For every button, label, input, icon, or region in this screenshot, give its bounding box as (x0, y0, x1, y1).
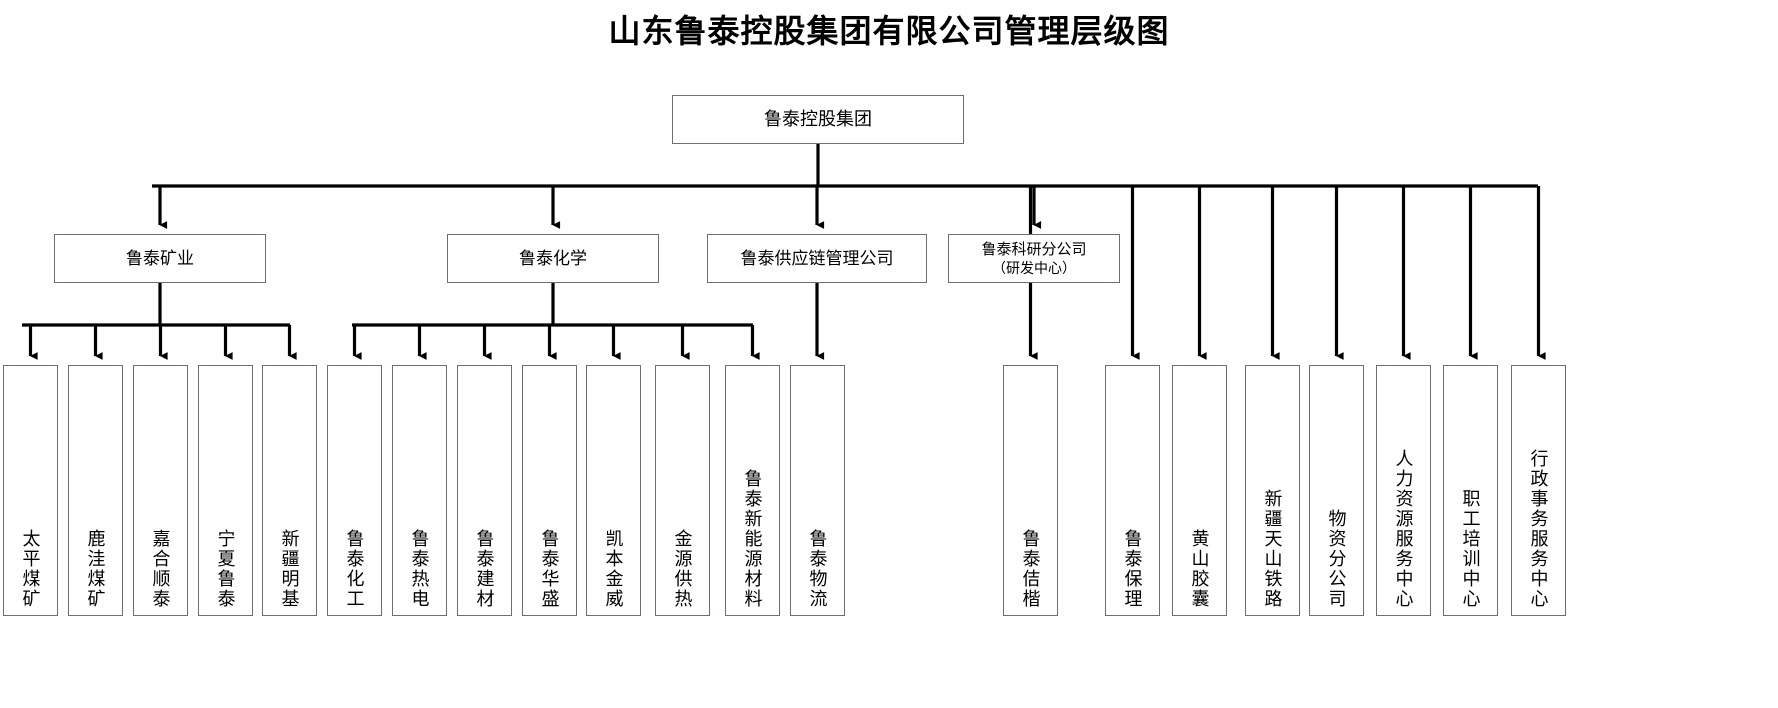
node-leaf-3[interactable]: 宁夏鲁泰 (198, 365, 253, 616)
node-label: 鲁泰保理 (1122, 529, 1143, 609)
node-leaf-14[interactable]: 鲁泰保理 (1105, 365, 1160, 616)
node-label: 凯本金威 (603, 529, 624, 609)
node-leaf-2[interactable]: 嘉合顺泰 (133, 365, 188, 616)
node-label: 鹿洼煤矿 (85, 529, 106, 609)
node-label: 行政事务服务中心 (1528, 449, 1549, 609)
node-sublabel: （研发中心） (992, 260, 1076, 277)
node-label: 鲁泰物流 (807, 529, 828, 609)
node-label: 新疆天山铁路 (1262, 489, 1283, 609)
node-label: 鲁泰化工 (344, 529, 365, 609)
node-division-3[interactable]: 鲁泰科研分公司 （研发中心） (948, 234, 1120, 283)
node-label: 鲁泰佶楷 (1020, 529, 1041, 609)
node-division-1[interactable]: 鲁泰化学 (447, 234, 659, 283)
node-leaf-5[interactable]: 鲁泰化工 (327, 365, 382, 616)
node-leaf-19[interactable]: 职工培训中心 (1443, 365, 1498, 616)
node-label: 宁夏鲁泰 (215, 529, 236, 609)
node-leaf-7[interactable]: 鲁泰建材 (457, 365, 512, 616)
node-leaf-1[interactable]: 鹿洼煤矿 (68, 365, 123, 616)
node-label: 鲁泰化学 (519, 248, 587, 268)
node-label: 鲁泰建材 (474, 529, 495, 609)
node-label: 鲁泰矿业 (126, 248, 194, 268)
node-label: 鲁泰科研分公司 (981, 240, 1087, 258)
node-leaf-17[interactable]: 物资分公司 (1309, 365, 1364, 616)
node-label: 鲁泰控股集团 (764, 109, 872, 130)
node-leaf-4[interactable]: 新疆明基 (262, 365, 317, 616)
node-leaf-12[interactable]: 鲁泰物流 (790, 365, 845, 616)
page-title: 山东鲁泰控股集团有限公司管理层级图 (608, 13, 1170, 49)
node-label: 鲁泰新能源材料 (742, 469, 763, 609)
node-leaf-11[interactable]: 鲁泰新能源材料 (725, 365, 780, 616)
node-leaf-15[interactable]: 黄山胶囊 (1172, 365, 1227, 616)
node-label: 嘉合顺泰 (150, 529, 171, 609)
node-label: 鲁泰供应链管理公司 (740, 248, 894, 268)
node-leaf-6[interactable]: 鲁泰热电 (392, 365, 447, 616)
node-leaf-13[interactable]: 鲁泰佶楷 (1003, 365, 1058, 616)
node-leaf-8[interactable]: 鲁泰华盛 (522, 365, 577, 616)
node-label: 鲁泰热电 (409, 529, 430, 609)
node-label: 鲁泰华盛 (539, 529, 560, 609)
node-leaf-10[interactable]: 金源供热 (655, 365, 710, 616)
node-label: 职工培训中心 (1460, 489, 1481, 609)
node-leaf-20[interactable]: 行政事务服务中心 (1511, 365, 1566, 616)
node-leaf-9[interactable]: 凯本金威 (586, 365, 641, 616)
node-root[interactable]: 鲁泰控股集团 (672, 95, 964, 144)
node-leaf-16[interactable]: 新疆天山铁路 (1245, 365, 1300, 616)
node-leaf-18[interactable]: 人力资源服务中心 (1376, 365, 1431, 616)
node-label: 人力资源服务中心 (1393, 449, 1414, 609)
node-division-0[interactable]: 鲁泰矿业 (54, 234, 266, 283)
node-division-2[interactable]: 鲁泰供应链管理公司 (707, 234, 927, 283)
node-label: 黄山胶囊 (1189, 529, 1210, 609)
node-leaf-0[interactable]: 太平煤矿 (3, 365, 58, 616)
node-label: 太平煤矿 (20, 529, 41, 609)
node-label: 新疆明基 (279, 529, 300, 609)
node-label: 物资分公司 (1326, 509, 1347, 609)
node-label: 金源供热 (672, 529, 693, 609)
